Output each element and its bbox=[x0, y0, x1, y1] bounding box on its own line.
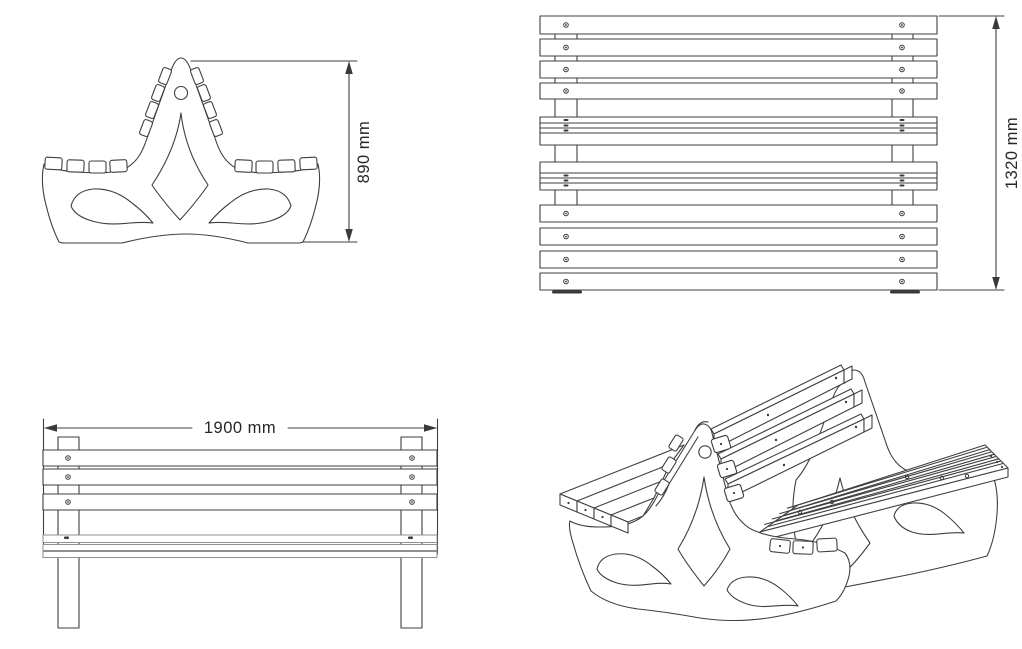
dimension-label-length: 1900 mm bbox=[204, 419, 276, 437]
seat-boards-front bbox=[42, 534, 438, 558]
dimension-1320: 1320 mm bbox=[938, 15, 1021, 291]
backrest-slats-top bbox=[539, 116, 938, 191]
right-crescent-cutout bbox=[208, 188, 292, 225]
screws-front-view bbox=[65, 455, 415, 505]
dimension-label-height: 890 mm bbox=[355, 121, 373, 184]
front-view: 1900 mm bbox=[42, 418, 439, 629]
right-seat bbox=[759, 444, 1009, 542]
isometric-view bbox=[559, 364, 1009, 622]
diamond-cutout bbox=[151, 112, 209, 221]
backrest-boards-iso bbox=[710, 364, 873, 500]
slat-end-blocks bbox=[654, 434, 838, 555]
side-support-outline bbox=[41, 57, 321, 244]
seat-slats-top bbox=[539, 15, 938, 291]
support-foot bbox=[890, 290, 920, 294]
backrest-boards-front bbox=[42, 449, 438, 511]
support-foot bbox=[552, 290, 582, 294]
left-seat bbox=[559, 444, 685, 534]
dimension-890: 890 mm bbox=[190, 60, 373, 243]
backrest-slat-sections bbox=[139, 67, 223, 137]
left-crescent-cutout bbox=[70, 188, 154, 225]
seat-slat-sections bbox=[44, 156, 318, 174]
top-plan-view: 1320 mm bbox=[539, 15, 1021, 294]
near-support bbox=[568, 421, 851, 622]
screws-top-view bbox=[552, 22, 920, 294]
side-profile-view: 890 mm bbox=[41, 57, 373, 244]
bolt-hole bbox=[173, 85, 189, 101]
bolt-hole-iso bbox=[698, 445, 712, 459]
dimension-label-depth: 1320 mm bbox=[1003, 117, 1021, 189]
dimension-1900: 1900 mm bbox=[44, 419, 437, 437]
support-posts bbox=[554, 33, 914, 206]
